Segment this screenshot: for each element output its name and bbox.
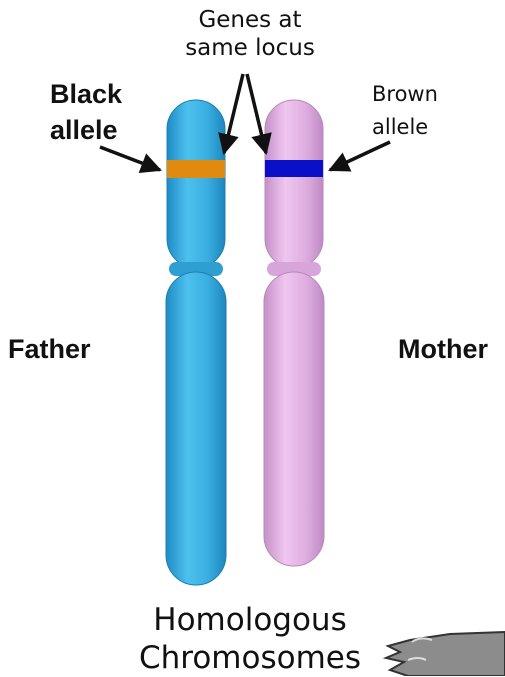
brown-allele-label: Brown allele <box>372 78 438 144</box>
brown-allele-band <box>265 160 323 177</box>
father-chromosome <box>166 100 226 585</box>
genes-label-line1: Genes at <box>198 7 301 33</box>
brown-label-line1: Brown <box>372 82 438 106</box>
genes-label-line2: same locus <box>185 35 315 61</box>
mother-label: Mother <box>398 333 488 365</box>
genes-at-same-locus-label: Genes at same locus <box>160 6 340 62</box>
title-line1: Homologous <box>153 602 346 638</box>
black-allele-band <box>167 160 225 178</box>
black-allele-arrow <box>100 147 160 170</box>
black-allele-label: Black allele <box>50 76 122 148</box>
brown-allele-arrow <box>330 142 390 170</box>
brown-label-line2: allele <box>372 115 428 139</box>
arrows <box>100 74 390 170</box>
locus-arrow-right <box>247 74 266 153</box>
mother-chromosome <box>264 100 324 566</box>
locus-arrow-left <box>224 74 243 153</box>
cartoon-gray-animal-icon <box>386 632 505 676</box>
black-label-line1: Black <box>50 79 122 109</box>
black-label-line2: allele <box>50 115 118 145</box>
diagram-title: Homologous Chromosomes <box>120 601 380 677</box>
title-line2: Chromosomes <box>139 640 361 676</box>
father-label: Father <box>8 333 91 365</box>
